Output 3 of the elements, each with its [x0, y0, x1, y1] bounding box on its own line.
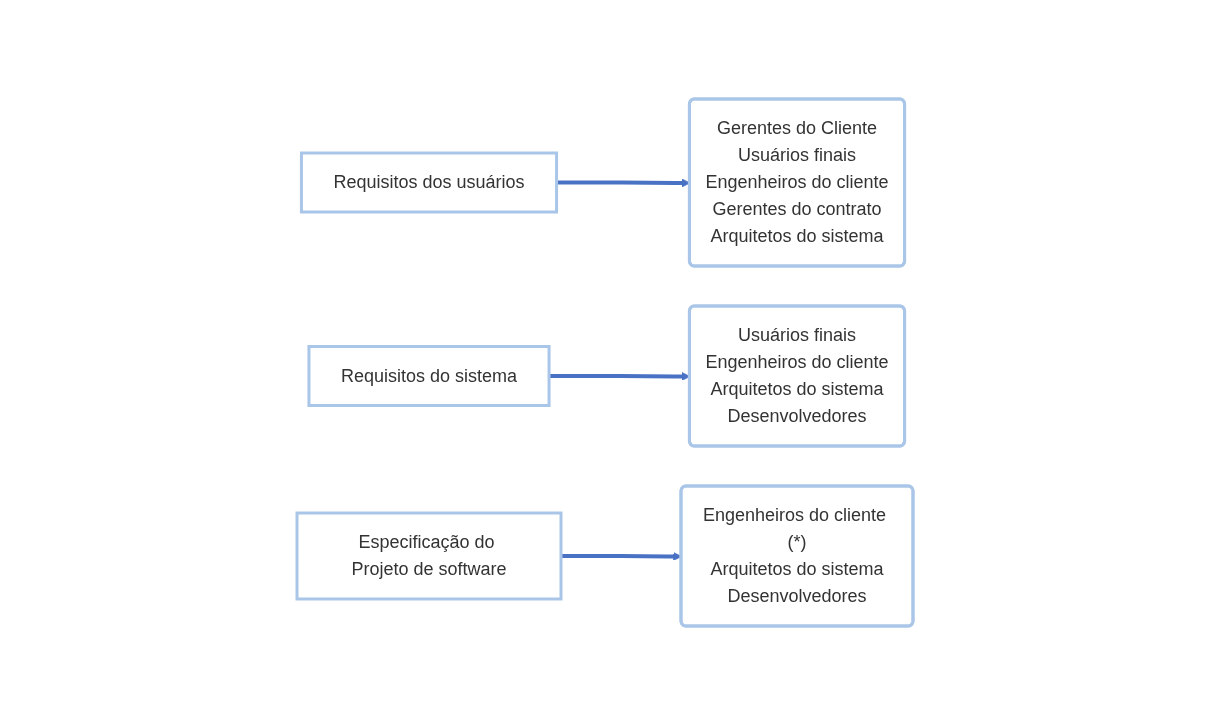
node-box: Requisitos do sistema [306, 345, 551, 407]
node-box: Requisitos dos usuários [299, 151, 558, 214]
node-box: Especificação do Projeto de software [295, 511, 562, 601]
